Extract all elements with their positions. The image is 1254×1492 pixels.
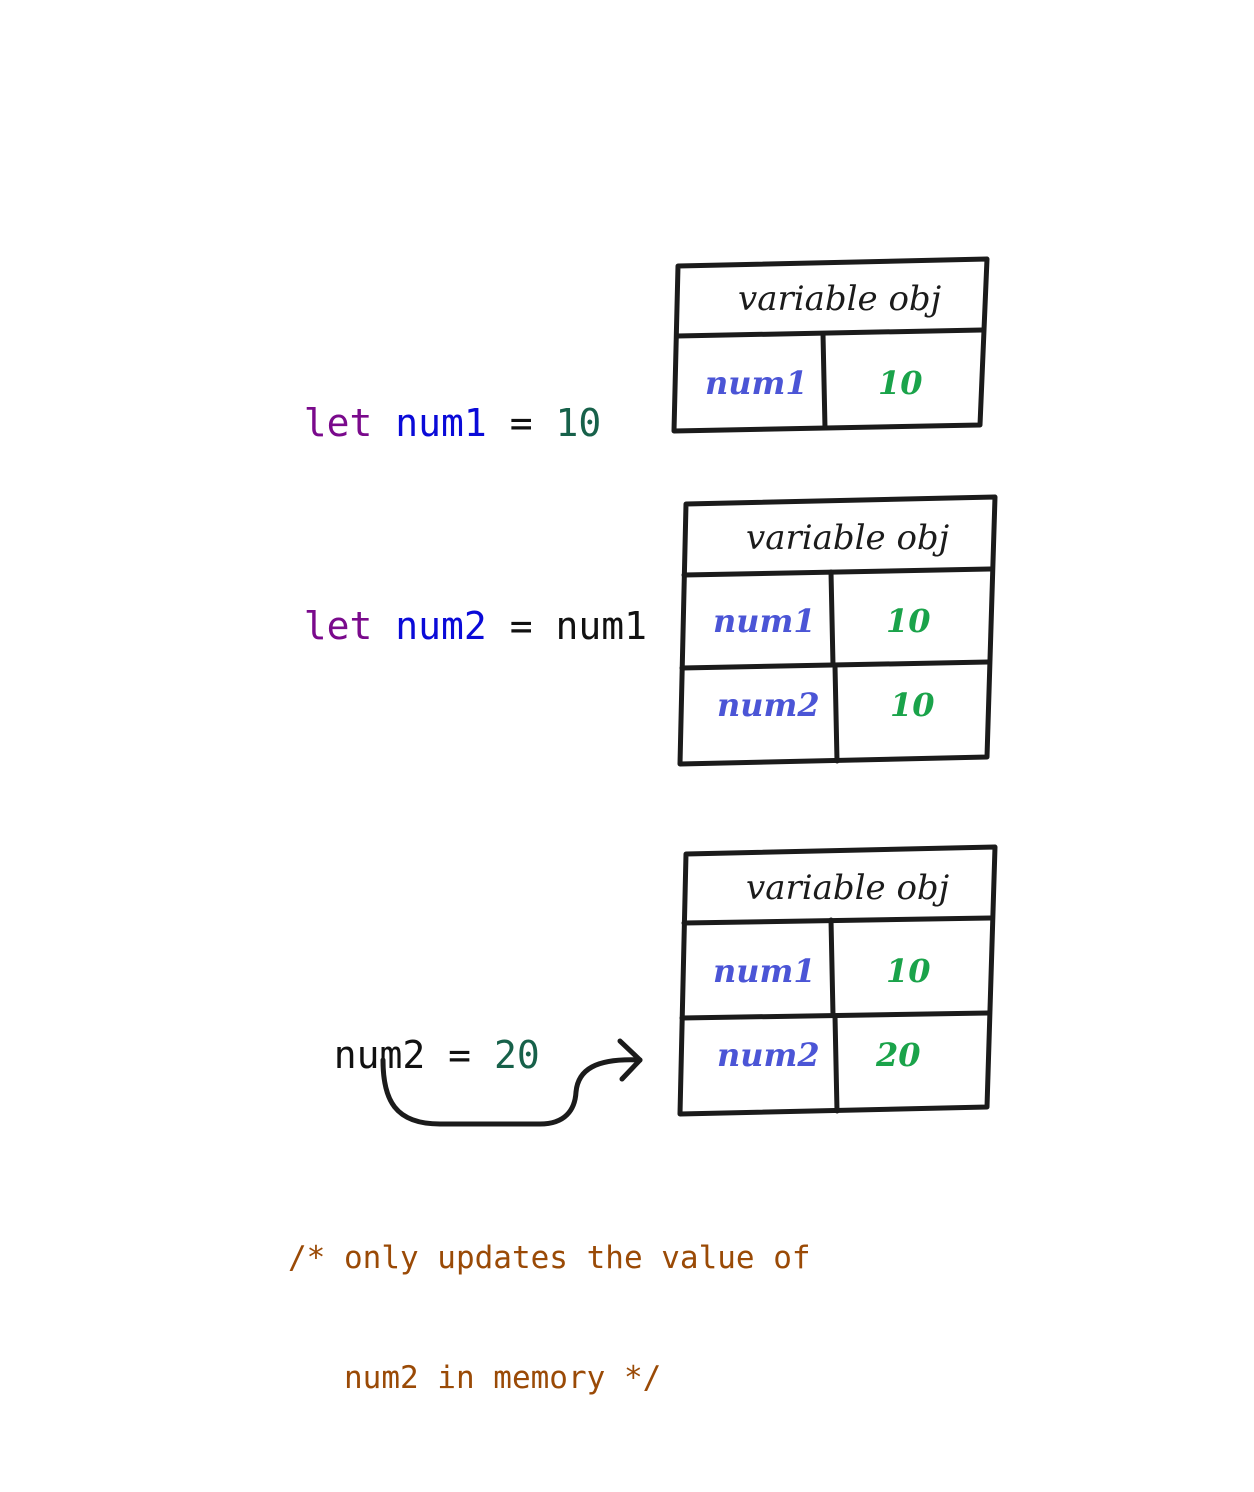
table-1-row-1-name: num1 — [705, 364, 808, 402]
variable-table-2 — [677, 494, 998, 767]
table-2-row-1-value: 10 — [886, 602, 931, 640]
code-line-2: let num2 = num1 — [258, 569, 647, 645]
table-2-row-2-value: 10 — [890, 686, 935, 724]
number-literal: 10 — [555, 401, 602, 445]
update-arrow — [380, 1038, 643, 1127]
table-2-row-2-name: num2 — [717, 686, 820, 724]
table-2-title: variable obj — [746, 518, 950, 558]
identifier: num2 — [333, 1033, 426, 1077]
keyword-let: let — [303, 401, 373, 445]
operator: = — [448, 1033, 472, 1077]
code-line-3: num2 = 20 — [288, 998, 540, 1074]
code-line-1: let num1 = 10 — [258, 366, 601, 442]
comment-line-2: num2 in memory */ — [288, 1360, 662, 1396]
table-3-row-2-name: num2 — [717, 1036, 820, 1074]
identifier: num2 — [395, 604, 487, 648]
table-3-title: variable obj — [746, 868, 950, 908]
table-2-row-1-name: num1 — [713, 602, 816, 640]
table-1-title: variable obj — [738, 279, 942, 319]
operator: = — [509, 604, 533, 648]
identifier: num1 — [395, 401, 487, 445]
table-3-row-1-value: 10 — [886, 952, 931, 990]
operator: = — [509, 401, 533, 445]
table-1-row-1-value: 10 — [878, 364, 923, 402]
code-comment: /* only updates the value of num2 in mem… — [288, 1158, 811, 1438]
number-literal: 20 — [493, 1033, 540, 1077]
variable-table-1 — [671, 256, 990, 434]
keyword-let: let — [303, 604, 373, 648]
table-3-row-2-value: 20 — [875, 1036, 921, 1074]
identifier-reference: num1 — [555, 604, 647, 648]
table-3-row-1-name: num1 — [713, 952, 816, 990]
comment-line-1: /* only updates the value of — [288, 1240, 811, 1276]
variable-table-3 — [677, 844, 998, 1117]
